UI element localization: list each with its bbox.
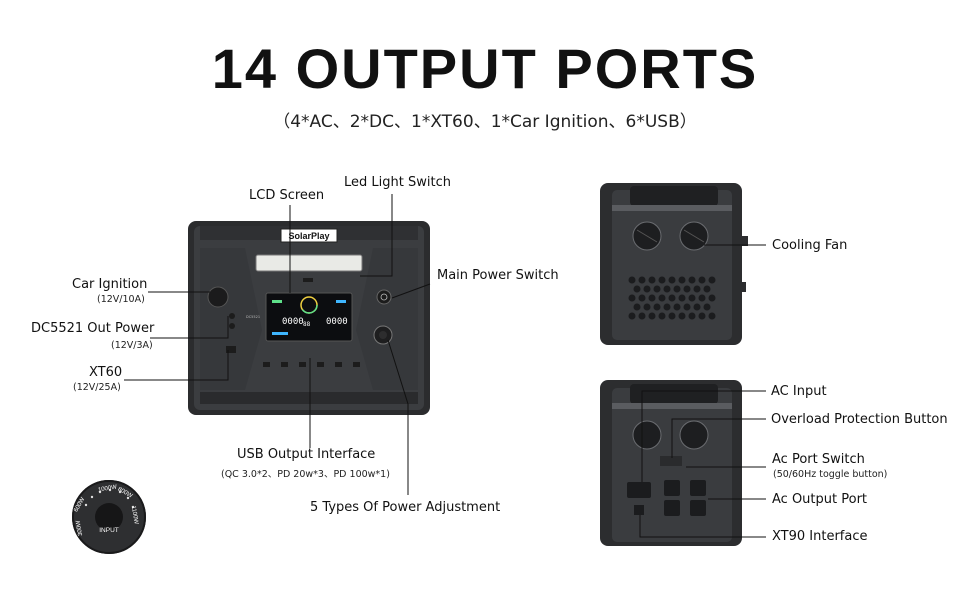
xt60-port [226, 346, 236, 353]
label-ac-output: Ac Output Port [772, 492, 868, 507]
label-car-ignition: Car Ignition [72, 277, 148, 292]
led-light-bar [255, 254, 363, 272]
leader-lines [124, 194, 766, 538]
spec-dc5521: (12V/3A) [111, 340, 153, 351]
front-view: SolarPlay DC5521 0000 0000 88 [188, 221, 430, 415]
svg-text:DC5521: DC5521 [246, 315, 260, 319]
label-ac-input: AC Input [771, 384, 827, 399]
brand-plate [280, 228, 338, 243]
label-xt90: XT90 Interface [772, 529, 868, 544]
ac-input-socket [627, 482, 651, 498]
label-dc5521: DC5521 Out Power [31, 321, 155, 336]
label-lcd-screen: LCD Screen [249, 188, 325, 203]
label-power-adjust: 5 Types Of Power Adjustment [310, 500, 501, 515]
usb-port-row [263, 362, 360, 367]
xt90-socket [634, 505, 644, 515]
dc5521-port [229, 313, 235, 319]
input-dial [72, 480, 146, 554]
ac-output-ports [664, 480, 706, 516]
dc5521-port [229, 323, 235, 329]
main-power-button [376, 289, 392, 305]
lcd-center-value: 88 [303, 321, 311, 328]
lcd-right-value: 0000 [326, 317, 348, 327]
label-overload: Overload Protection Button [771, 412, 948, 427]
label-ac-switch: Ac Port Switch [772, 452, 865, 467]
label-main-power: Main Power Switch [437, 268, 559, 283]
lcd-screen [265, 292, 353, 342]
side-view-ac [600, 380, 742, 546]
label-xt60: XT60 [89, 365, 123, 380]
side-view-fan [600, 183, 748, 345]
spec-ac-switch: (50/60Hz toggle button) [773, 469, 888, 480]
spec-xt60: (12V/25A) [73, 382, 121, 393]
lcd-left-value: 0000 [282, 317, 304, 327]
label-led-switch: Led Light Switch [344, 175, 451, 190]
spec-car-ignition: (12V/10A) [97, 294, 145, 305]
brand-text: SolarPlay [288, 231, 329, 241]
spec-usb-output: (QC 3.0*2、PD 20w*3、PD 100w*1) [221, 469, 390, 480]
car-ignition-socket [207, 286, 229, 308]
page-subtitle: （4*AC、2*DC、1*XT60、1*Car Ignition、6*USB） [273, 112, 697, 132]
label-usb-output: USB Output Interface [237, 447, 376, 462]
page-title: 14 OUTPUT PORTS [211, 37, 759, 100]
led-switch-button [303, 278, 313, 282]
label-cooling-fan: Cooling Fan [772, 238, 848, 253]
dial-center-label: INPUT [99, 527, 119, 534]
vent-grid [628, 276, 716, 320]
